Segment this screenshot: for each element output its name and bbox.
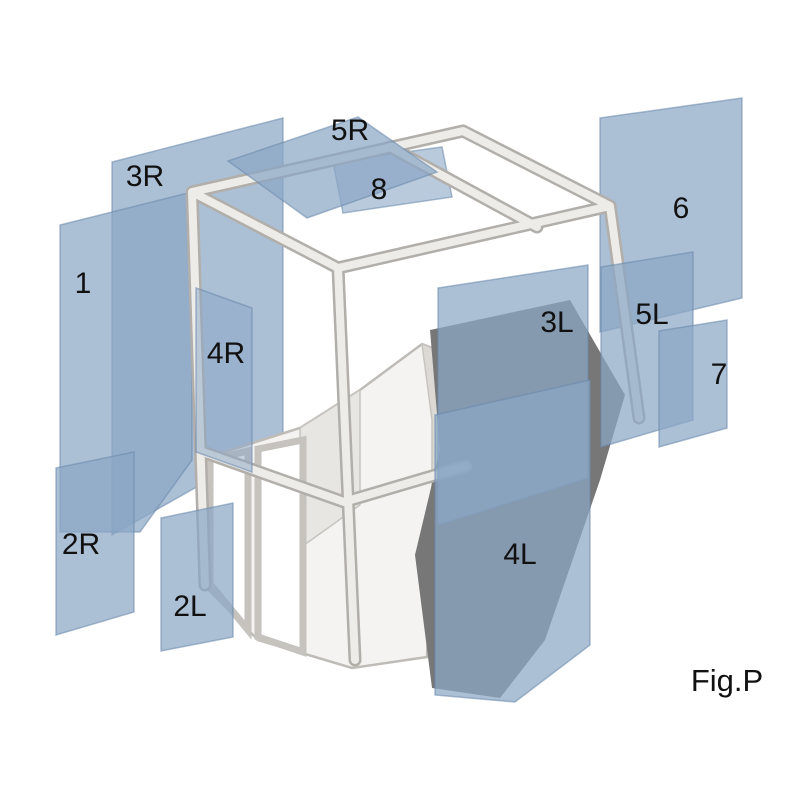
label-4L: 4L <box>503 538 536 571</box>
label-8: 8 <box>371 173 388 206</box>
label-3L: 3L <box>540 306 573 339</box>
label-1: 1 <box>75 267 92 300</box>
glass-panel-2L <box>160 502 234 652</box>
glass-panel-2R <box>55 451 135 637</box>
glass-panel-4L <box>434 379 591 703</box>
label-3R: 3R <box>126 160 164 193</box>
label-4R: 4R <box>207 337 245 370</box>
label-5L: 5L <box>635 298 668 331</box>
door-opening-right <box>254 435 307 657</box>
glass-panel-4R <box>195 286 253 474</box>
label-2L: 2L <box>173 590 206 623</box>
part-labels: 1 2R 2L 3R 3L 4R 4L 5R 5L 6 7 8 Fig.P <box>62 114 763 698</box>
label-5R: 5R <box>331 114 369 147</box>
label-7: 7 <box>711 358 728 391</box>
panels-front <box>160 116 728 703</box>
glass-panel-7 <box>658 319 728 448</box>
label-2R: 2R <box>62 528 100 561</box>
figure-caption: Fig.P <box>691 663 763 698</box>
label-6: 6 <box>673 192 690 225</box>
glass-panel-5R <box>226 116 439 219</box>
